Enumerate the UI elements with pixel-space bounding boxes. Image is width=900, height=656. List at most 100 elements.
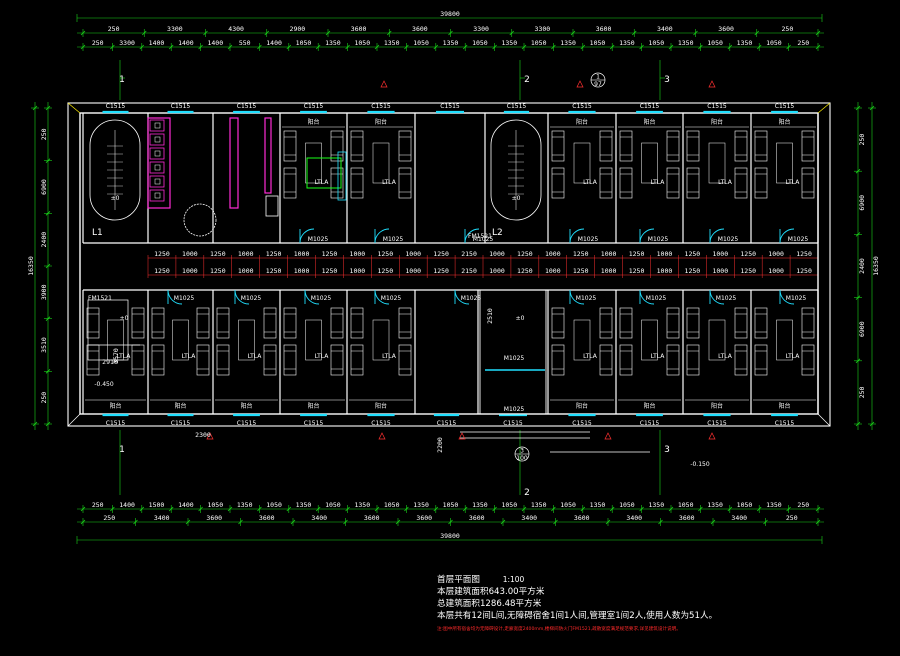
bottom-row2-slash <box>343 519 348 525</box>
bottom-row1-slash <box>286 506 292 512</box>
bottom-total-text: 39800 <box>440 532 460 540</box>
bunk-bed <box>686 130 700 162</box>
bunk-bed <box>666 167 680 199</box>
top-row2-slash <box>404 44 409 50</box>
corridor-dim-text: 1250 <box>322 250 338 258</box>
bottom-row1-slash <box>756 506 762 512</box>
top-row2-slash <box>168 44 174 50</box>
bottom-row1-slash <box>609 506 615 512</box>
stair-outline <box>490 119 542 221</box>
desk <box>172 319 189 361</box>
bottom-row2-slash <box>815 519 821 525</box>
corridor-dim-text-2: 2150 <box>461 267 477 275</box>
room-label-balcony: 阳台 <box>576 402 588 410</box>
window-tag-top: C1515 <box>106 103 126 110</box>
bunk-bed <box>666 344 680 376</box>
top-row1-text: 250 <box>108 25 120 33</box>
top-row2-slash <box>462 44 468 50</box>
corridor-dim-text-2: 1000 <box>238 267 254 275</box>
left-dims-text: 250 <box>40 128 48 140</box>
corridor-dim-text-2: 1250 <box>210 267 226 275</box>
top-row2-slash <box>315 44 321 50</box>
bunk-bed <box>734 307 748 339</box>
left-dims-text: 3900 <box>40 284 48 300</box>
bunk-bed <box>131 307 145 339</box>
corridor-dim-text-2: 1250 <box>629 267 645 275</box>
desk <box>573 319 591 361</box>
room-label-balcony: 阳台 <box>240 402 252 410</box>
top-row1-text: 3400 <box>657 25 673 33</box>
bunk-bed <box>330 307 344 339</box>
door-tag: M1025 <box>473 236 494 243</box>
corridor-dim-text-2: 1000 <box>405 267 421 275</box>
bunk-bed <box>801 307 815 339</box>
drawing-scale: 1:100 <box>502 575 525 584</box>
bottom-row1-text: 1350 <box>590 501 606 509</box>
bottom-row2-slash <box>763 519 768 525</box>
bunk-bed <box>398 130 412 162</box>
top-row2-slash <box>374 44 380 50</box>
bottom-row1-slash <box>227 506 233 512</box>
management-cabinet <box>337 151 347 201</box>
top-row2-text: 1400 <box>178 39 194 47</box>
top-row1-slash <box>264 30 270 36</box>
wash-basin <box>265 195 279 217</box>
door-tag: M1025 <box>308 236 329 243</box>
bunk-bed <box>666 130 680 162</box>
corridor-dim-text-2: 1250 <box>685 267 701 275</box>
top-row2-text: 1050 <box>472 39 488 47</box>
bunk-bed <box>734 167 748 199</box>
stair-label-L1: L1 <box>92 228 103 238</box>
bottom-row2-text: 3600 <box>679 514 695 522</box>
top-row2-text: 3300 <box>119 39 135 47</box>
top-row1-text: 3600 <box>412 25 428 33</box>
top-row2-text: 1050 <box>354 39 370 47</box>
bottom-row2-text: 3600 <box>364 514 380 522</box>
drawing-title: 首层平面图 <box>437 575 480 585</box>
right-total-slash <box>869 421 875 427</box>
corridor-dim-text: 1000 <box>768 250 784 258</box>
left-dims-slash <box>45 369 51 374</box>
top-row2-text: 550 <box>239 39 251 47</box>
toilet-partition <box>147 117 171 209</box>
window-tag-bottom: C1515 <box>503 420 523 427</box>
top-row2-slash <box>227 44 233 50</box>
bottom-row1-slash <box>345 506 350 512</box>
top-row2-text: 1350 <box>678 39 694 47</box>
room-label-balcony: 阳台 <box>643 118 655 126</box>
corridor-dim-text-2: 1000 <box>182 267 198 275</box>
stair-door-tag-2: FM1521 <box>468 233 492 240</box>
bunk-bed <box>551 167 565 199</box>
bottom-row1-text: 1050 <box>443 501 459 509</box>
top-row2-slash <box>198 44 203 50</box>
notes-line-3: 本层共有12间L间,无障碍宿舍1间1人间,管理室1间2人,使用人数为51人。 <box>437 611 718 621</box>
bottom-row1-slash <box>110 506 115 512</box>
top-row2-text: 1050 <box>296 39 312 47</box>
corner-tl <box>67 102 81 114</box>
bottom-row2-slash <box>133 519 138 525</box>
door-tag: M1025 <box>578 236 599 243</box>
toilet-bowl <box>154 122 161 129</box>
left-dims-slash <box>45 211 51 216</box>
corridor-dim-text-2: 1250 <box>517 267 533 275</box>
entrance-door-tag: M1025 <box>504 355 525 362</box>
left-dims-slash <box>45 158 51 163</box>
bottom-row1-text: 1050 <box>737 501 753 509</box>
bottom-row1-slash <box>492 506 497 512</box>
right-dims-text: 2400 <box>858 258 866 274</box>
top-row1-text: 3300 <box>535 25 551 33</box>
top-row1-slash <box>754 30 760 36</box>
right-dims-text: 6900 <box>858 321 866 337</box>
bottom-row1-slash <box>727 506 733 512</box>
window-tag-bottom: C1515 <box>371 420 391 427</box>
top-row2-text: 1350 <box>560 39 576 47</box>
entrance-lobby <box>479 289 547 415</box>
bottom-row2-text: 3400 <box>731 514 747 522</box>
right-dims-text: 250 <box>858 134 866 146</box>
bunk-bed <box>619 307 633 339</box>
bunk-bed <box>551 344 565 376</box>
door-tag: M1025 <box>786 295 807 302</box>
bottom-row2-slash <box>395 519 401 525</box>
corner-br <box>817 413 831 427</box>
